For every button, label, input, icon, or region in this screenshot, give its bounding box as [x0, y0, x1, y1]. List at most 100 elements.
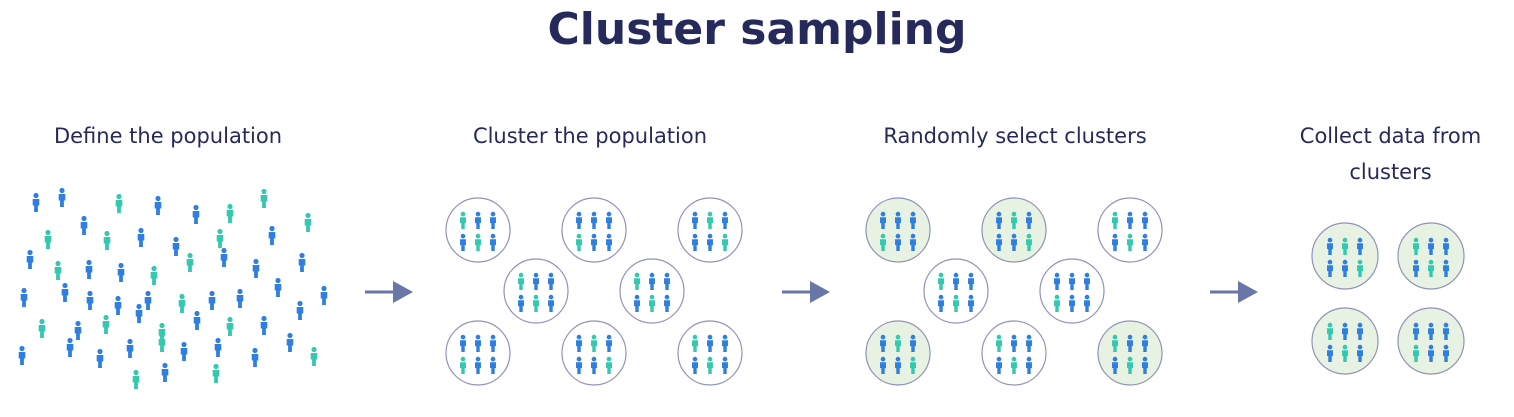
step-label-cluster: Cluster the population [472, 124, 708, 148]
person-icon [74, 320, 82, 340]
person-icon [320, 285, 328, 305]
person-icon [296, 300, 304, 320]
person-icon [251, 347, 259, 367]
person-icon [475, 356, 481, 374]
person-icon [548, 294, 554, 312]
arrow-right-icon [365, 281, 413, 303]
person-icon [252, 258, 260, 278]
cluster-circle [503, 258, 569, 324]
selected-cluster-circle [865, 197, 931, 263]
person-icon [61, 282, 69, 302]
cluster-circle [561, 320, 627, 386]
person-icon [161, 362, 169, 382]
person-icon [158, 332, 166, 352]
person-icon [154, 195, 162, 215]
person-icon [220, 247, 228, 267]
selected-cluster-circle [1311, 222, 1379, 290]
person-icon [1127, 334, 1133, 352]
person-icon [1357, 259, 1363, 277]
person-icon [1443, 344, 1449, 362]
person-icon [150, 265, 158, 285]
cluster-circle [677, 197, 743, 263]
person-icon [137, 227, 145, 247]
cluster-circle [1097, 197, 1163, 263]
person-icon [1011, 211, 1017, 229]
cluster-circle [445, 197, 511, 263]
person-icon [286, 332, 294, 352]
person-icon [722, 334, 728, 352]
person-icon [722, 356, 728, 374]
person-icon [475, 233, 481, 251]
person-icon [996, 334, 1002, 352]
person-icon [895, 334, 901, 352]
person-icon [649, 294, 655, 312]
person-icon [938, 294, 944, 312]
person-icon [103, 230, 111, 250]
arrow-right-icon [1210, 281, 1258, 303]
person-icon [1054, 294, 1060, 312]
person-icon [634, 294, 640, 312]
person-icon [186, 252, 194, 272]
person-icon [32, 192, 40, 212]
person-icon [1127, 211, 1133, 229]
person-icon [953, 294, 959, 312]
person-icon [664, 294, 670, 312]
person-icon [692, 211, 698, 229]
person-icon [260, 188, 268, 208]
person-icon [880, 211, 886, 229]
person-icon [880, 233, 886, 251]
person-icon [172, 236, 180, 256]
person-icon [192, 204, 200, 224]
person-icon [895, 233, 901, 251]
person-icon [1327, 322, 1333, 340]
person-icon [490, 233, 496, 251]
person-icon [707, 356, 713, 374]
person-icon [475, 211, 481, 229]
person-icon [895, 356, 901, 374]
person-icon [722, 233, 728, 251]
person-icon [1443, 322, 1449, 340]
person-icon [692, 356, 698, 374]
person-icon [310, 346, 318, 366]
person-icon [490, 356, 496, 374]
person-icon [304, 212, 312, 232]
person-icon [1428, 344, 1434, 362]
person-icon [460, 211, 466, 229]
person-icon [910, 211, 916, 229]
person-icon [1428, 259, 1434, 277]
person-icon [576, 334, 582, 352]
person-icon [460, 334, 466, 352]
person-icon [1112, 233, 1118, 251]
person-icon [260, 315, 268, 335]
selected-cluster-circle [1397, 307, 1465, 375]
person-icon [132, 369, 140, 389]
person-icon [214, 337, 222, 357]
person-icon [96, 348, 104, 368]
person-icon [953, 272, 959, 290]
person-icon [18, 345, 26, 365]
person-icon [1342, 237, 1348, 255]
person-icon [1127, 356, 1133, 374]
selected-cluster-circle [865, 320, 931, 386]
person-icon [996, 356, 1002, 374]
person-icon [1142, 356, 1148, 374]
person-icon [460, 356, 466, 374]
person-icon [692, 233, 698, 251]
person-icon [518, 294, 524, 312]
person-icon [44, 229, 52, 249]
person-icon [692, 334, 698, 352]
person-icon [460, 233, 466, 251]
person-icon [144, 290, 152, 310]
person-icon [236, 288, 244, 308]
person-icon [1443, 237, 1449, 255]
person-icon [54, 260, 62, 280]
person-icon [1011, 233, 1017, 251]
person-icon [938, 272, 944, 290]
person-icon [1342, 322, 1348, 340]
cluster-circle [677, 320, 743, 386]
person-icon [180, 341, 188, 361]
person-icon [1069, 294, 1075, 312]
person-icon [533, 294, 539, 312]
person-icon [634, 272, 640, 290]
person-icon [707, 233, 713, 251]
